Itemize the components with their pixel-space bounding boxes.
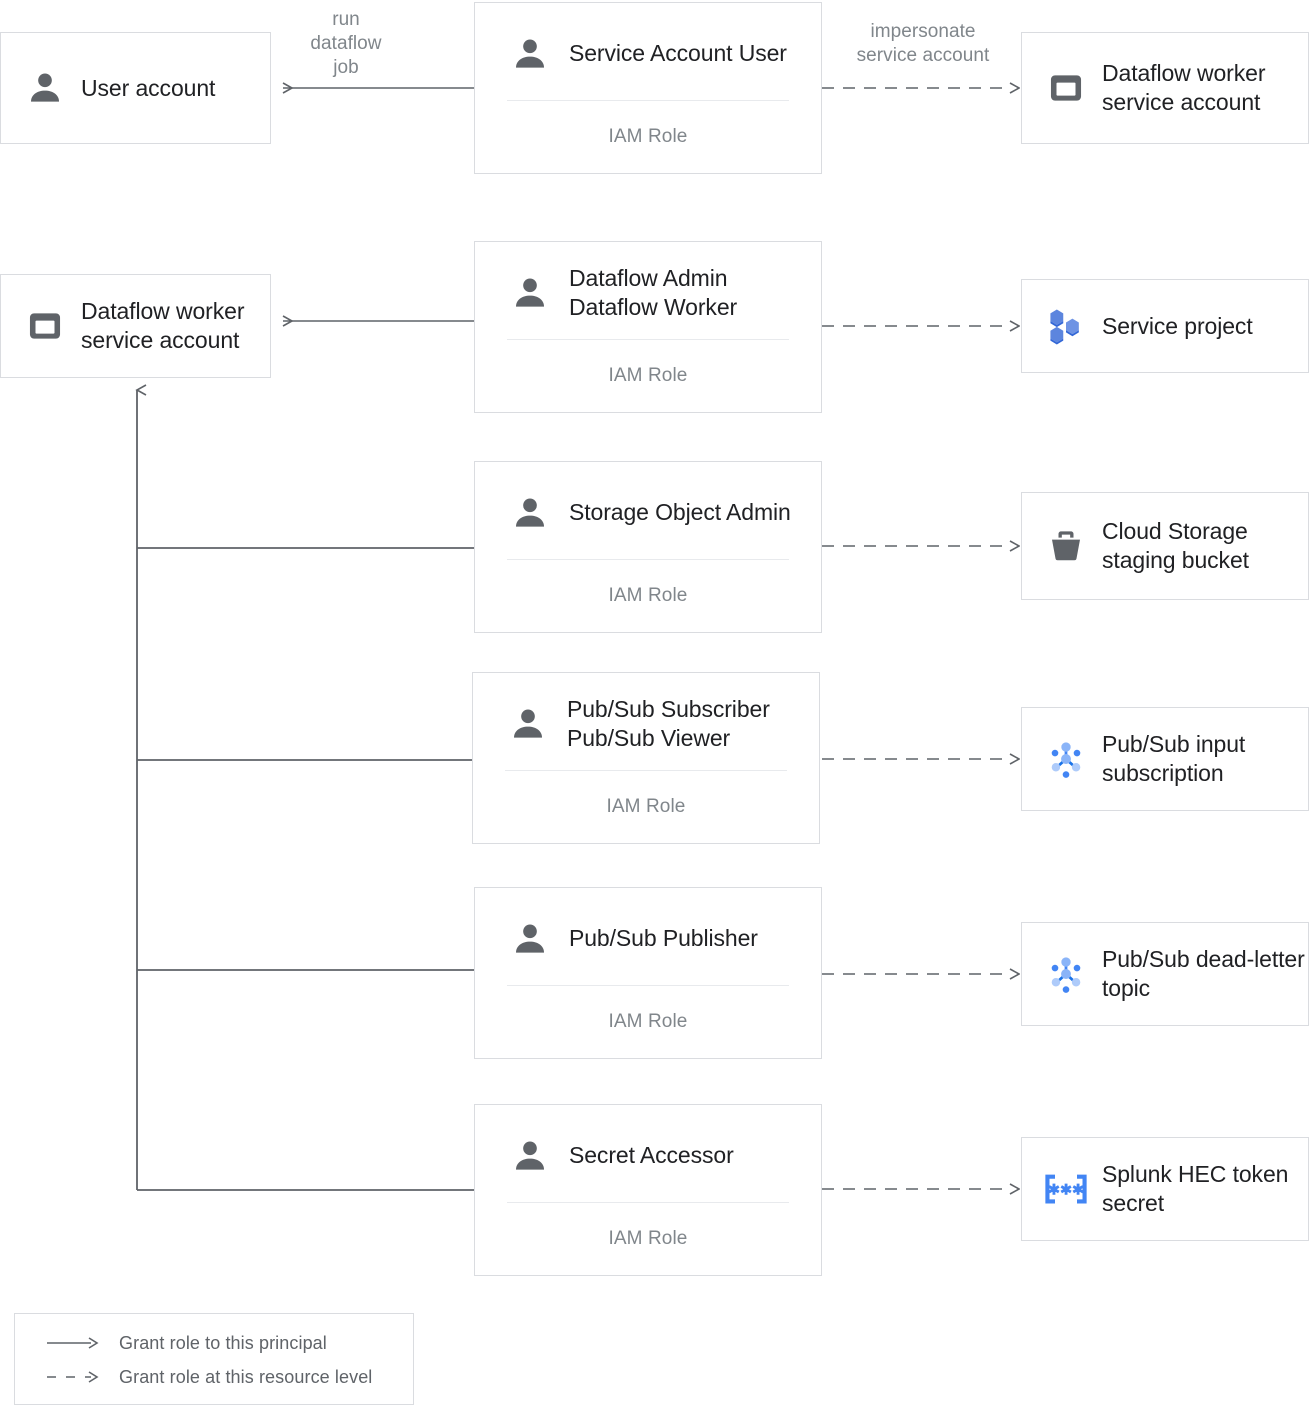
principal-user-account[interactable]: User account: [0, 32, 271, 144]
resource-splunk-hec-token-secret[interactable]: ✱✱✱ Splunk HEC token secret: [1021, 1137, 1309, 1241]
resource-label: Pub/Sub input subscription: [1102, 731, 1246, 786]
person-icon: [507, 490, 553, 536]
person-icon: [505, 701, 551, 747]
role-label: Storage Object Admin: [569, 499, 791, 525]
role-header: Pub/Sub Publisher: [475, 888, 821, 985]
pubsub-icon: [1044, 952, 1088, 996]
role-card-service-account-user[interactable]: Service Account User IAM Role: [474, 2, 822, 174]
role-footer: IAM Role: [606, 796, 686, 817]
role-header: Service Account User: [475, 3, 821, 100]
role-divider: [505, 770, 787, 771]
legend-item-solid: Grant role to this principal: [15, 1326, 413, 1360]
resource-label: Splunk HEC token secret: [1102, 1161, 1289, 1216]
role-footer: IAM Role: [608, 585, 688, 606]
principal-label: User account: [81, 74, 216, 101]
resource-label: Dataflow worker service account: [1102, 60, 1266, 115]
principal-label: Dataflow worker service account: [81, 298, 245, 353]
role-footer: IAM Role: [608, 1228, 688, 1249]
resource-service-project[interactable]: Service project: [1021, 279, 1309, 373]
role-footer: IAM Role: [608, 126, 688, 147]
pubsub-icon: [1044, 737, 1088, 781]
role-label: Service Account User: [569, 40, 787, 66]
role-divider: [507, 559, 789, 560]
person-icon: [507, 1133, 553, 1179]
service-account-icon: [23, 304, 67, 348]
role-footer: IAM Role: [608, 1011, 688, 1032]
role-card-secret-accessor[interactable]: Secret Accessor IAM Role: [474, 1104, 822, 1276]
role-header: Storage Object Admin: [475, 462, 821, 559]
role-divider: [507, 985, 789, 986]
service-account-icon: [1044, 66, 1088, 110]
secret-icon: ✱✱✱: [1044, 1167, 1088, 1211]
role-header: Secret Accessor: [475, 1105, 821, 1202]
person-icon: [23, 66, 67, 110]
role-divider: [507, 100, 789, 101]
resource-label: Pub/Sub dead-letter topic: [1102, 946, 1305, 1001]
role-card-pubsub-subscriber-viewer[interactable]: Pub/Sub Subscriber Pub/Sub Viewer IAM Ro…: [472, 672, 820, 844]
role-card-dataflow-admin-worker[interactable]: Dataflow Admin Dataflow Worker IAM Role: [474, 241, 822, 413]
resource-pubsub-dead-letter-topic[interactable]: Pub/Sub dead-letter topic: [1021, 922, 1309, 1026]
role-label: Pub/Sub Publisher: [569, 925, 758, 951]
resource-label: Cloud Storage staging bucket: [1102, 518, 1249, 573]
resource-pubsub-input-subscription[interactable]: Pub/Sub input subscription: [1021, 707, 1309, 811]
role-label: Pub/Sub Subscriber Pub/Sub Viewer: [567, 695, 770, 751]
person-icon: [507, 31, 553, 77]
person-icon: [507, 270, 553, 316]
role-card-storage-object-admin[interactable]: Storage Object Admin IAM Role: [474, 461, 822, 633]
resource-dataflow-worker-service-account-1[interactable]: Dataflow worker service account: [1021, 32, 1309, 144]
role-label: Secret Accessor: [569, 1142, 734, 1168]
dashed-arrow-icon: [45, 1367, 101, 1387]
resource-cloud-storage-staging-bucket[interactable]: Cloud Storage staging bucket: [1021, 492, 1309, 600]
edge-label-run-dataflow-job: run dataflow job: [310, 9, 382, 78]
legend-item-dashed: Grant role at this resource level: [15, 1360, 413, 1394]
legend: Grant role to this principal Grant role …: [14, 1313, 414, 1405]
legend-label: Grant role at this resource level: [119, 1366, 373, 1387]
role-header: Pub/Sub Subscriber Pub/Sub Viewer: [473, 673, 819, 770]
role-header: Dataflow Admin Dataflow Worker: [475, 242, 821, 339]
role-footer: IAM Role: [608, 365, 688, 386]
solid-arrow-icon: [45, 1333, 101, 1353]
principal-dataflow-worker-service-account[interactable]: Dataflow worker service account: [0, 274, 271, 378]
role-divider: [507, 1202, 789, 1203]
resource-label: Service project: [1102, 312, 1253, 339]
person-icon: [507, 916, 553, 962]
role-card-pubsub-publisher[interactable]: Pub/Sub Publisher IAM Role: [474, 887, 822, 1059]
role-divider: [507, 339, 789, 340]
storage-bucket-icon: [1044, 524, 1088, 568]
legend-label: Grant role to this principal: [119, 1332, 327, 1353]
edge-label-impersonate-service-account: impersonate service account: [856, 21, 990, 66]
svg-text:✱✱✱: ✱✱✱: [1048, 1183, 1084, 1199]
project-hexagons-icon: [1044, 304, 1088, 348]
role-label: Dataflow Admin Dataflow Worker: [569, 264, 738, 320]
